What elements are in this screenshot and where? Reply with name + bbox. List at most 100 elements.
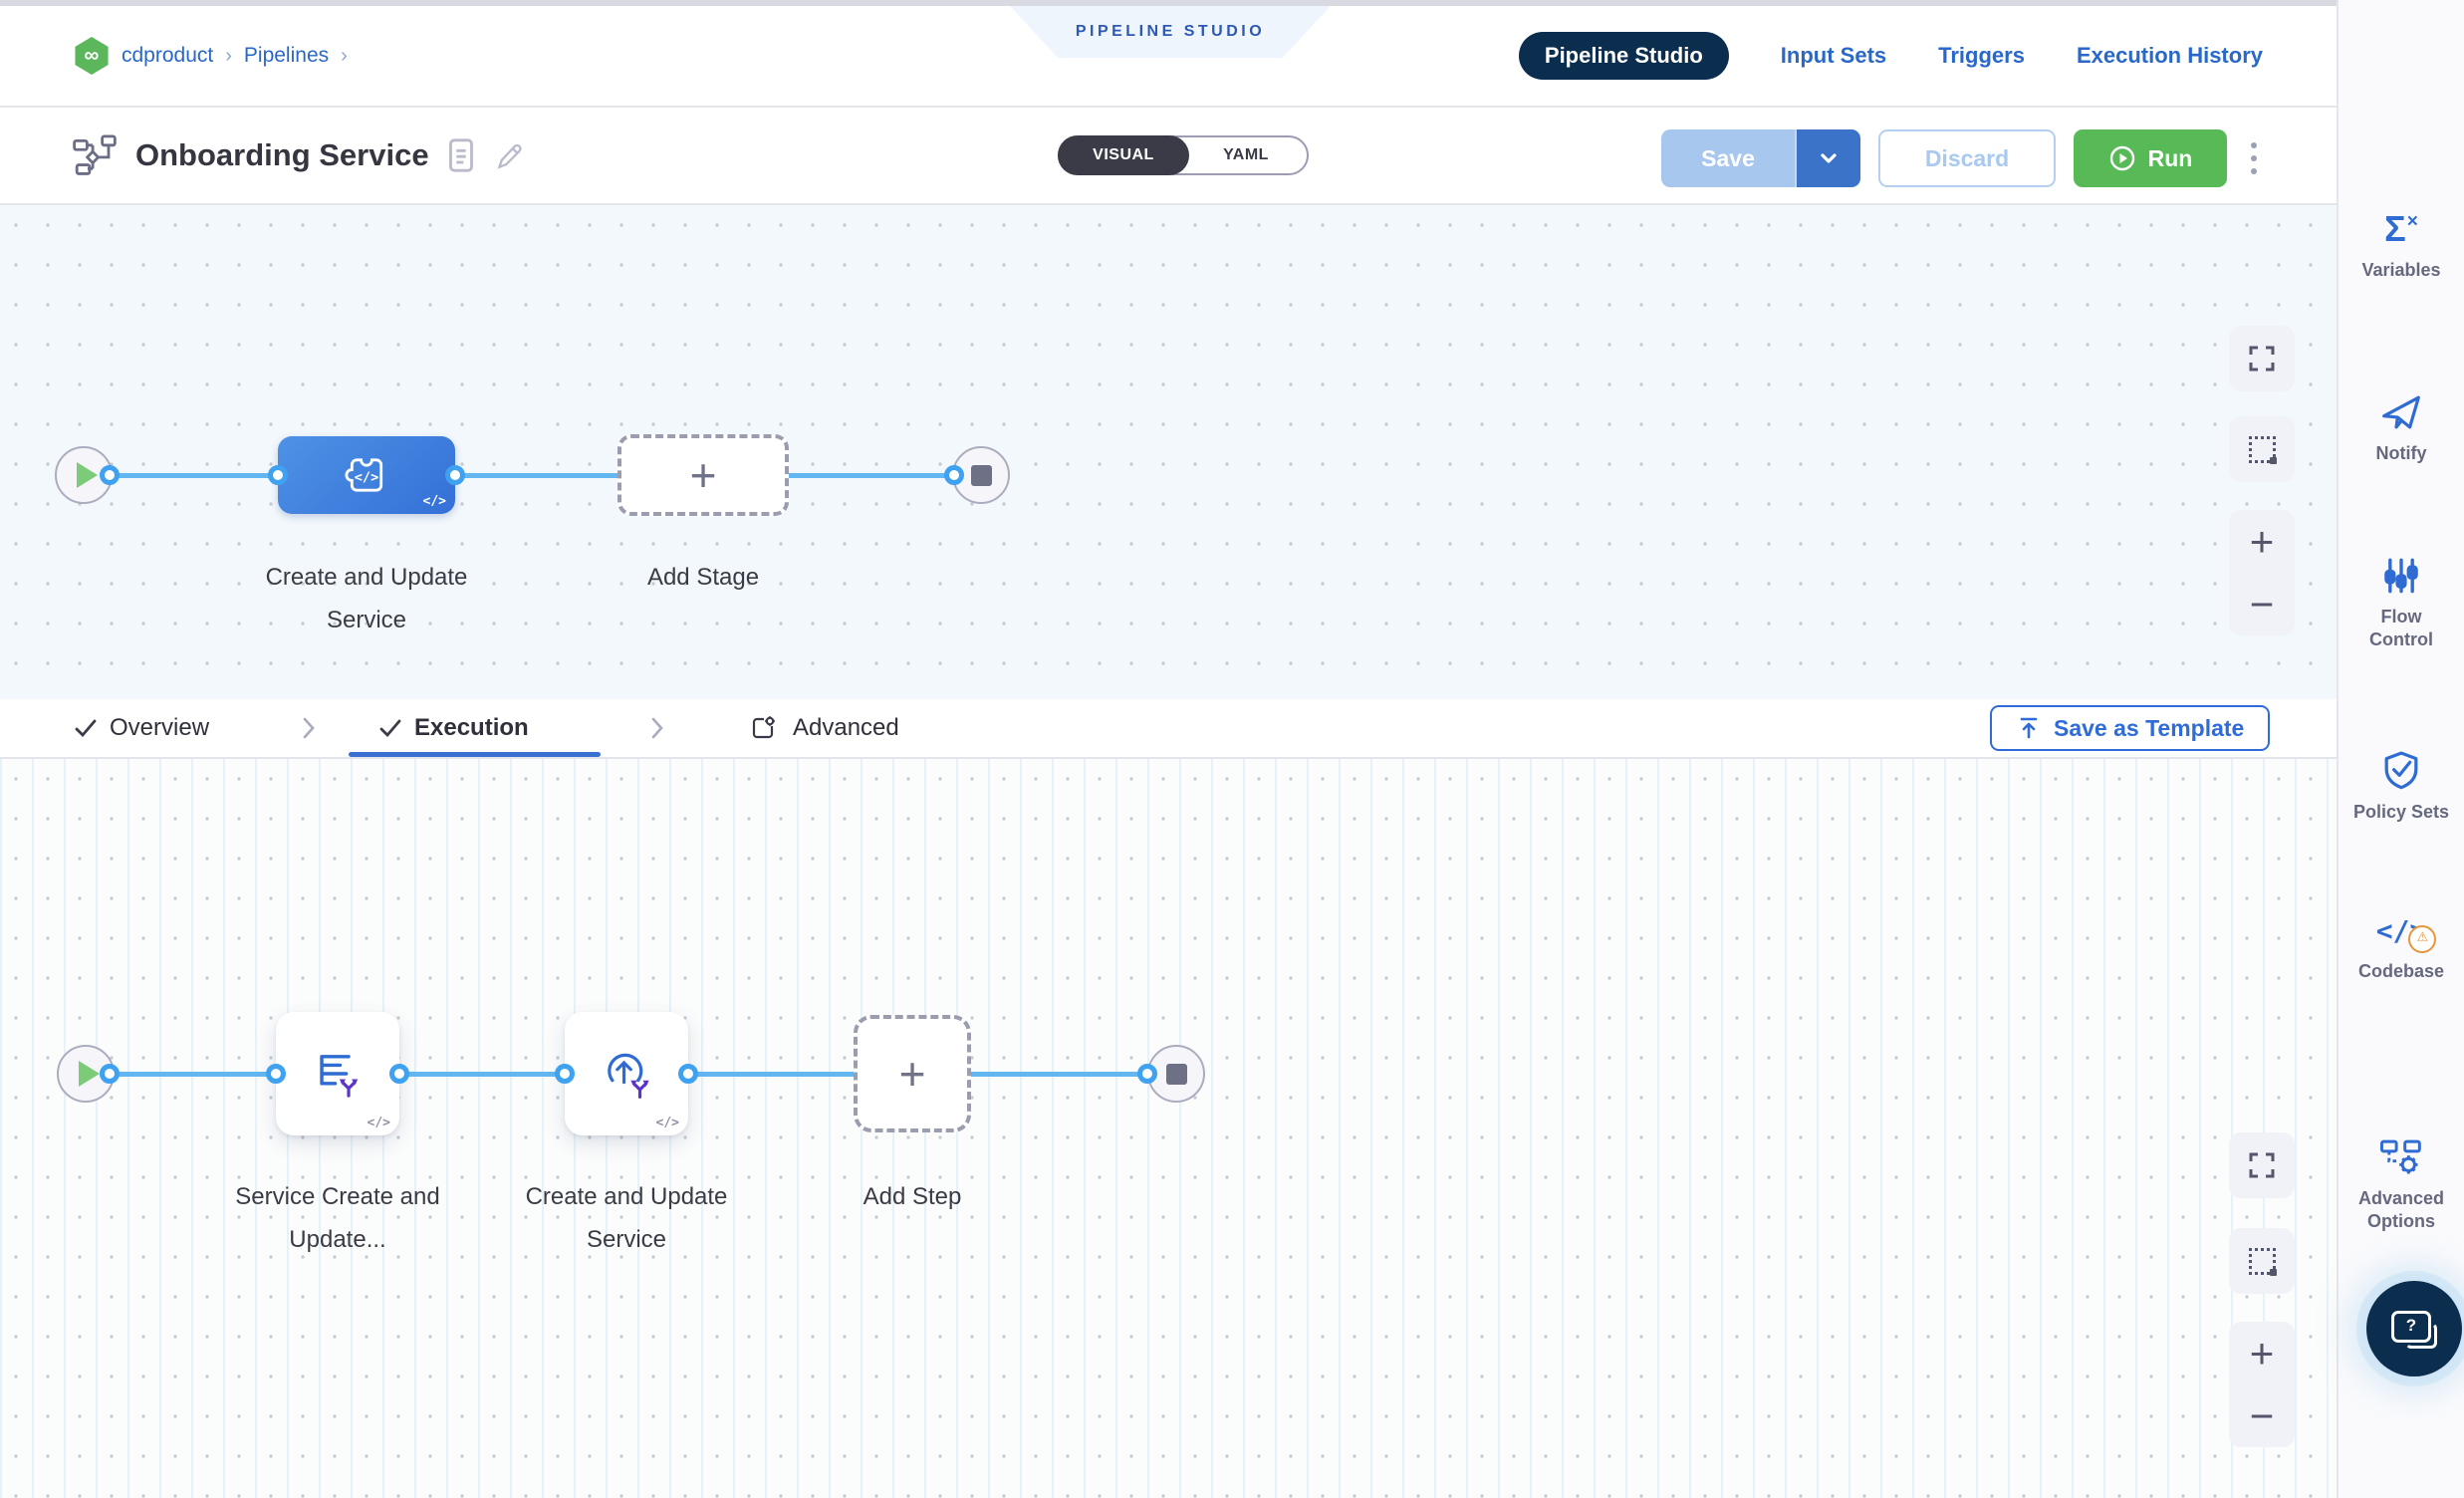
pipeline-start-node[interactable] [55, 446, 113, 504]
save-split-button: Save [1661, 129, 1860, 187]
chevron-down-icon [1821, 153, 1837, 163]
connector-dot[interactable] [389, 1064, 409, 1084]
breadcrumb-pipelines[interactable]: Pipelines [243, 44, 330, 67]
tab-execution-history[interactable]: Execution History [2076, 43, 2263, 68]
pipeline-title-group: Onboarding Service [72, 108, 525, 203]
sidebar-item-variables[interactable]: Σ× Variables [2339, 207, 2464, 282]
selection-mode-button[interactable] [2229, 1228, 2295, 1294]
stage-node-create-update-service[interactable]: </> </> [278, 436, 455, 514]
sigma-x-icon: Σ× [2384, 208, 2418, 249]
connector-dot[interactable] [445, 465, 465, 485]
page-title: Onboarding Service [135, 137, 429, 172]
tab-separator-icon [301, 699, 317, 757]
sidebar-item-label: Policy Sets [2352, 802, 2450, 822]
code-badge: </> [655, 1116, 679, 1130]
stage-label: Create and Update Service [265, 564, 468, 634]
header-actions: Save Discard Run [1661, 129, 2263, 187]
shield-check-icon [2339, 749, 2464, 793]
step-node-create-update-service[interactable]: </> [565, 1012, 688, 1135]
tab-pipeline-studio[interactable]: Pipeline Studio [1518, 32, 1729, 80]
sidebar-item-label: Codebase [2357, 961, 2445, 981]
connector-dot[interactable] [266, 1064, 286, 1084]
marquee-select-icon [2248, 435, 2277, 464]
tab-execution[interactable]: Execution [349, 699, 601, 757]
pipeline-header: Onboarding Service VISUAL YAML Save [0, 108, 2337, 205]
breadcrumb-project[interactable]: cdproduct [122, 44, 214, 67]
marquee-select-icon [2248, 1247, 2277, 1276]
add-step-button[interactable]: + [854, 1015, 971, 1132]
add-step-label: Add Step [862, 1183, 962, 1210]
stage-config-tabbar: Overview Execution Advanced Sav [0, 699, 2337, 759]
window-top-edge [0, 0, 2464, 6]
sidebar-item-advanced-options[interactable]: Advanced Options [2339, 1135, 2464, 1232]
run-button[interactable]: Run [2074, 129, 2227, 187]
pipeline-end-node[interactable] [952, 446, 1010, 504]
sidebar-item-policy-sets[interactable]: Policy Sets [2339, 749, 2464, 824]
selection-mode-button[interactable] [2229, 416, 2295, 482]
stage-canvas[interactable]: </> </> + Create and Update Service Add … [0, 205, 2337, 699]
chat-question-icon: ? [2391, 1309, 2437, 1349]
sidebar-item-notify[interactable]: Notify [2339, 390, 2464, 465]
fit-to-screen-button[interactable] [2229, 1132, 2295, 1198]
fit-to-screen-button[interactable] [2229, 326, 2295, 391]
save-dropdown-button[interactable] [1797, 129, 1860, 187]
zoom-out-button[interactable]: − [2249, 580, 2275, 627]
visual-yaml-toggle: VISUAL YAML [1058, 135, 1309, 175]
sliders-icon [2339, 554, 2464, 598]
check-icon [75, 719, 97, 738]
start-play-icon [78, 1061, 100, 1087]
pipeline-studio-ribbon: PIPELINE STUDIO [1010, 6, 1331, 58]
discard-button[interactable]: Discard [1878, 129, 2056, 187]
description-doc-icon[interactable] [447, 137, 475, 173]
top-navigation: Pipeline Studio Input Sets Triggers Exec… [1518, 6, 2263, 106]
plus-icon: + [898, 1048, 926, 1100]
tab-triggers[interactable]: Triggers [1938, 43, 2025, 68]
harness-logo-icon[interactable]: ∞ [75, 37, 109, 75]
kebab-menu-icon[interactable] [2245, 142, 2263, 174]
pipeline-flowchart-icon [72, 134, 118, 176]
code-badge: </> [367, 1116, 390, 1130]
sidebar-item-label: Notify [2375, 443, 2427, 463]
help-chat-button[interactable]: ? [2366, 1281, 2462, 1376]
edit-pencil-icon[interactable] [493, 138, 525, 172]
add-stage-button[interactable]: + [617, 434, 789, 516]
warning-badge-icon: ⚠ [2408, 924, 2437, 953]
tab-input-sets[interactable]: Input Sets [1780, 43, 1887, 68]
advanced-gear-doc-icon [752, 716, 775, 739]
toggle-visual[interactable]: VISUAL [1058, 135, 1189, 175]
save-button[interactable]: Save [1661, 129, 1797, 187]
zoom-in-button[interactable]: + [2249, 1329, 2275, 1376]
connector-dot[interactable] [944, 465, 964, 485]
zoom-out-button[interactable]: − [2249, 1391, 2275, 1439]
top-bar: ∞ cdproduct › Pipelines › PIPELINE STUDI… [0, 6, 2337, 108]
execution-step-canvas[interactable]: </> </> + Se [0, 759, 2337, 1498]
fullscreen-icon [2249, 1152, 2275, 1178]
step-label: Create and Update Service [525, 1183, 728, 1254]
sidebar-item-label: Advanced Options [2357, 1188, 2445, 1231]
sidebar-item-codebase[interactable]: </>⚠ Codebase [2339, 908, 2464, 983]
connector-dot[interactable] [1137, 1064, 1157, 1084]
step-node-service-create-update[interactable]: </> [276, 1012, 399, 1135]
sidebar-item-flow-control[interactable]: Flow Control [2339, 554, 2464, 650]
run-play-icon [2109, 145, 2134, 171]
save-as-template-button[interactable]: Save as Template [1990, 705, 2271, 751]
sidebar-item-label: Variables [2361, 260, 2441, 280]
connector-dot[interactable] [678, 1064, 698, 1084]
connector-dot[interactable] [100, 1064, 120, 1084]
connector-dot[interactable] [100, 465, 120, 485]
tab-overview[interactable]: Overview [74, 699, 209, 757]
zoom-in-button[interactable]: + [2249, 517, 2275, 565]
toggle-yaml[interactable]: YAML [1223, 146, 1269, 163]
start-play-icon [76, 462, 98, 488]
tab-advanced[interactable]: Advanced [749, 699, 899, 757]
code-badge: </> [422, 494, 446, 509]
check-icon [379, 719, 401, 738]
breadcrumb: ∞ cdproduct › Pipelines › [74, 6, 348, 106]
connector-dot[interactable] [555, 1064, 575, 1084]
fullscreen-icon [2249, 346, 2275, 372]
connector-dot[interactable] [268, 465, 288, 485]
stop-square-icon [1165, 1063, 1187, 1085]
add-stage-label: Add Stage [646, 564, 760, 591]
paper-plane-icon [2339, 390, 2464, 434]
